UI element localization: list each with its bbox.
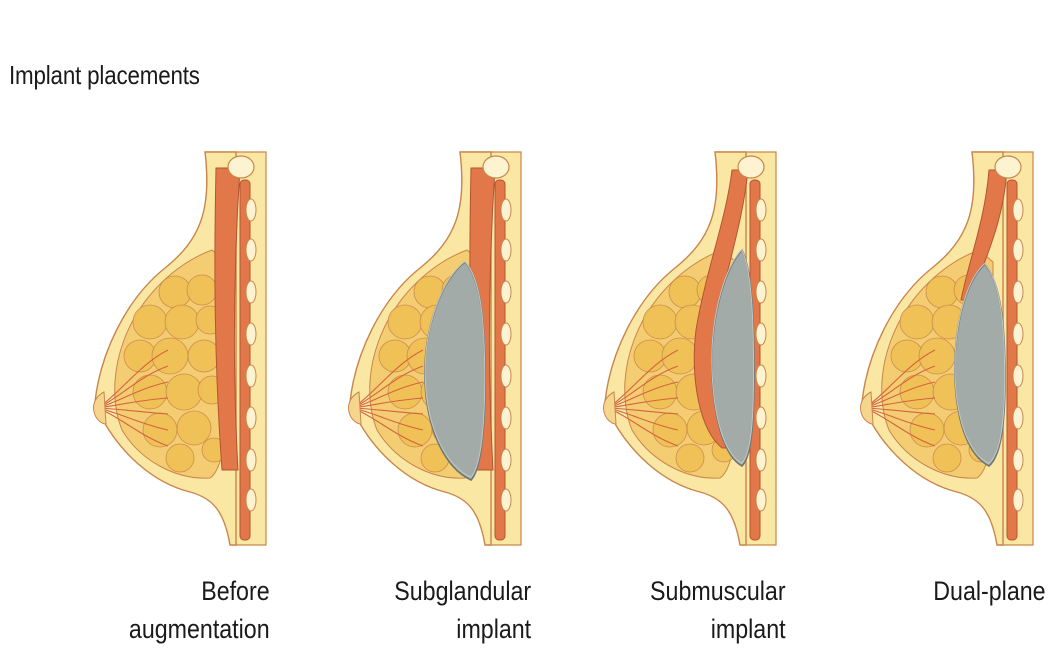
- nipple: [860, 391, 874, 425]
- lobule: [378, 339, 412, 373]
- lobule: [142, 412, 178, 448]
- lobule: [132, 304, 168, 340]
- clavicle: [482, 155, 510, 179]
- lobule: [633, 339, 667, 373]
- breast-panel-subglandular: [348, 151, 522, 546]
- lobule: [165, 443, 195, 473]
- lobule: [186, 274, 218, 306]
- intercostal-muscle: [239, 179, 251, 541]
- caption-subglandular: Subglandular implant: [394, 572, 531, 648]
- rib: [500, 238, 512, 262]
- caption-line: augmentation: [129, 614, 270, 644]
- nipple: [93, 391, 107, 425]
- caption-before: Before augmentation: [129, 572, 270, 648]
- caption-line: implant: [711, 614, 786, 644]
- lobule: [165, 373, 203, 411]
- rib: [245, 488, 257, 512]
- clavicle: [737, 155, 765, 179]
- breast-panel-dualplane: [860, 151, 1034, 546]
- rib: [500, 198, 512, 222]
- rib: [245, 448, 257, 472]
- caption-dual-plane: Dual-plane: [934, 572, 1046, 610]
- intercostal-muscle: [1006, 179, 1018, 541]
- lobule: [652, 412, 688, 448]
- nipple: [603, 391, 617, 425]
- rib: [1012, 238, 1024, 262]
- lobule: [187, 339, 221, 373]
- lobule: [932, 443, 962, 473]
- lobule: [164, 304, 200, 340]
- lobule: [675, 443, 705, 473]
- rib: [1012, 280, 1024, 304]
- rib: [1012, 364, 1024, 388]
- implant-highlight: [711, 248, 755, 464]
- rib: [500, 364, 512, 388]
- rib: [500, 322, 512, 346]
- breast-panel-submuscular: [603, 151, 777, 546]
- rib: [245, 238, 257, 262]
- lobule: [890, 339, 924, 373]
- rib: [245, 198, 257, 222]
- rib: [500, 488, 512, 512]
- implant-highlight: [954, 262, 1006, 464]
- rib: [755, 198, 767, 222]
- breast-panel-before: [93, 151, 267, 546]
- lobule: [397, 412, 433, 448]
- lobule: [668, 275, 702, 309]
- caption-line: Before: [201, 576, 270, 606]
- rib: [755, 488, 767, 512]
- page-title: Implant placements: [9, 60, 200, 90]
- rib: [500, 406, 512, 430]
- rib: [755, 322, 767, 346]
- rib: [1012, 198, 1024, 222]
- rib: [1012, 488, 1024, 512]
- rib: [245, 364, 257, 388]
- lobule: [642, 304, 678, 340]
- caption-line: Submuscular: [650, 576, 786, 606]
- lobule: [158, 275, 192, 309]
- caption-line: Subglandular: [394, 576, 531, 606]
- caption-line: implant: [456, 614, 531, 644]
- rib: [755, 280, 767, 304]
- rib: [755, 448, 767, 472]
- rib: [1012, 448, 1024, 472]
- rib: [755, 238, 767, 262]
- rib: [1012, 406, 1024, 430]
- rib: [1012, 322, 1024, 346]
- rib: [245, 406, 257, 430]
- clavicle: [994, 155, 1022, 179]
- rib: [245, 280, 257, 304]
- lobule: [909, 412, 945, 448]
- lobule: [899, 304, 935, 340]
- lobule: [925, 275, 959, 309]
- rib: [755, 406, 767, 430]
- caption-line: Dual-plane: [933, 576, 1046, 606]
- rib: [500, 280, 512, 304]
- rib: [500, 448, 512, 472]
- clavicle: [227, 155, 255, 179]
- rib: [245, 322, 257, 346]
- pectoralis-muscle: [214, 167, 241, 471]
- lobule: [387, 304, 423, 340]
- intercostal-muscle: [494, 179, 506, 541]
- implant-highlight: [424, 260, 486, 478]
- lobule: [176, 410, 212, 446]
- nipple: [348, 391, 362, 425]
- lobule: [123, 339, 157, 373]
- rib: [755, 364, 767, 388]
- caption-submuscular: Submuscular implant: [650, 572, 786, 648]
